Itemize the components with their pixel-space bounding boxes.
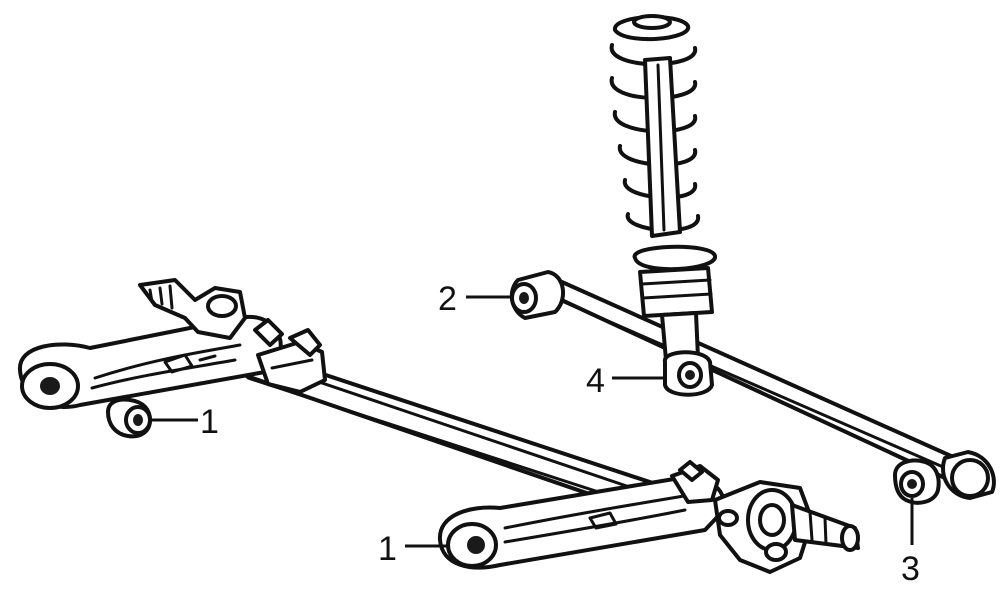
spindle-left: [138, 278, 247, 340]
bushing-right: [893, 458, 941, 505]
callout-4: 4: [586, 362, 605, 400]
beam-bracket-right: [670, 460, 720, 504]
hub-spindle-right: [713, 480, 860, 574]
trailing-arm-right: [437, 475, 726, 570]
coil-spring-shock: [609, 14, 717, 397]
bushing-upper: [106, 397, 152, 439]
callout-2: 2: [438, 280, 457, 318]
beam-bracket-left: [253, 318, 327, 394]
trailing-arm-left: [18, 314, 283, 410]
callout-3: 3: [901, 550, 920, 588]
callout-1-lower: 1: [378, 530, 397, 568]
callout-1-upper: 1: [200, 403, 219, 441]
lateral-rod: [509, 270, 996, 500]
